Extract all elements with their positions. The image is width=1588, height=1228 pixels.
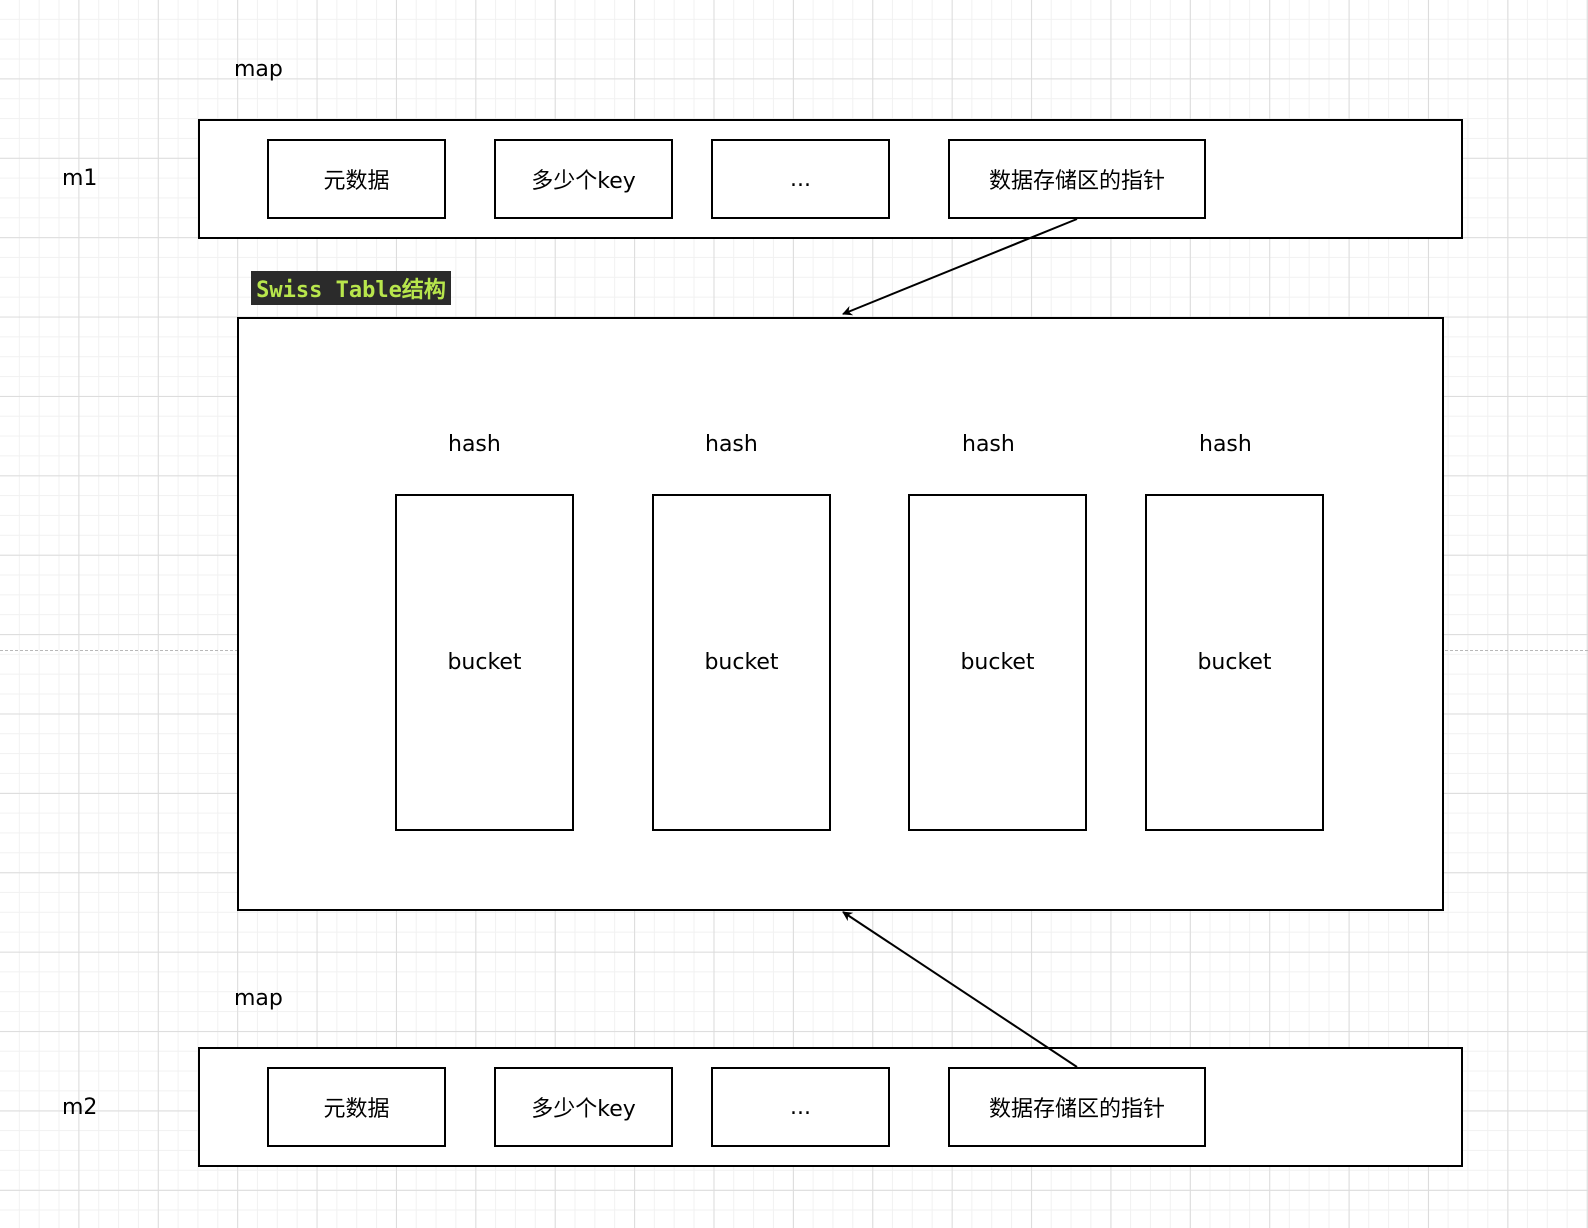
- top-map-field-data-pointer[interactable]: 数据存储区的指针: [948, 139, 1206, 219]
- bottom-map-field-metadata[interactable]: 元数据: [267, 1067, 446, 1147]
- bucket-2[interactable]: bucket: [652, 494, 831, 831]
- hash-label-3: hash: [962, 432, 1015, 457]
- top-map-field-key-count[interactable]: 多少个key: [494, 139, 673, 219]
- bucket-3[interactable]: bucket: [908, 494, 1087, 831]
- bottom-map-row-label: m2: [62, 1095, 98, 1120]
- arrow-m2-pointer-to-table: [842, 911, 1078, 1068]
- bottom-map-title: map: [234, 986, 283, 1011]
- swiss-table-label: Swiss Table结构: [251, 271, 451, 305]
- hash-label-4: hash: [1199, 432, 1252, 457]
- top-map-row-label: m1: [62, 166, 98, 191]
- top-map-title: map: [234, 57, 283, 82]
- bottom-map-field-ellipsis[interactable]: ...: [711, 1067, 890, 1147]
- hash-label-1: hash: [448, 432, 501, 457]
- bucket-1[interactable]: bucket: [395, 494, 574, 831]
- bottom-map-field-key-count[interactable]: 多少个key: [494, 1067, 673, 1147]
- bottom-map-field-data-pointer[interactable]: 数据存储区的指针: [948, 1067, 1206, 1147]
- top-map-field-ellipsis[interactable]: ...: [711, 139, 890, 219]
- hash-label-2: hash: [705, 432, 758, 457]
- top-map-field-metadata[interactable]: 元数据: [267, 139, 446, 219]
- bucket-4[interactable]: bucket: [1145, 494, 1324, 831]
